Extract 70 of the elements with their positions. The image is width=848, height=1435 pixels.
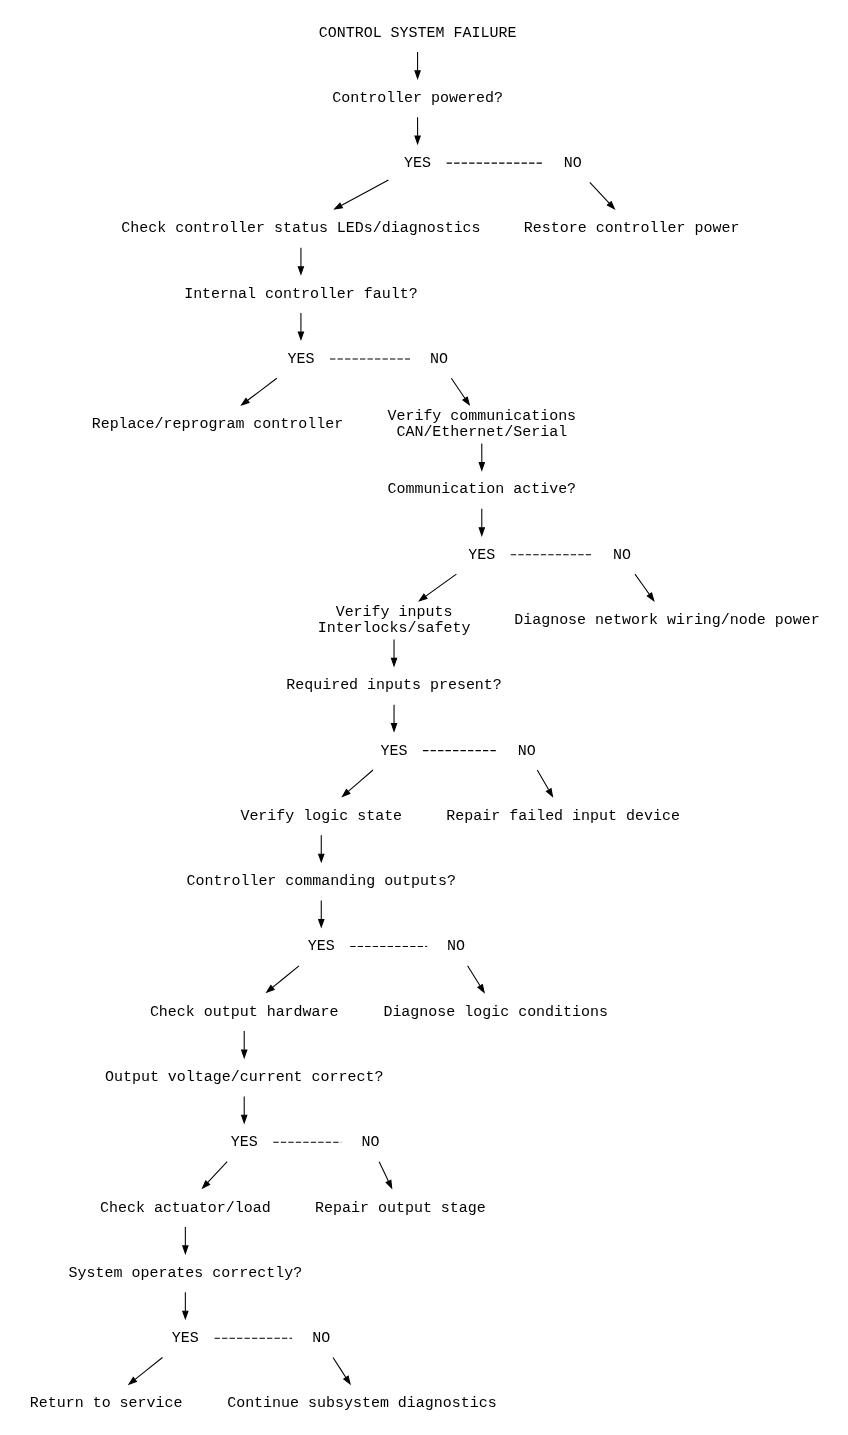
connector — [272, 1141, 342, 1143]
node-text: Check output hardware — [149, 1003, 339, 1020]
arrow — [127, 1356, 163, 1385]
node-text: YES — [404, 154, 432, 171]
node-text: Restore controller power — [523, 219, 740, 236]
node-text: Output voltage/current correct? — [104, 1068, 384, 1085]
arrow — [317, 834, 325, 863]
node-text: Check actuator/load — [100, 1199, 271, 1216]
node-text: Internal controller fault? — [184, 285, 418, 302]
connector — [214, 1337, 293, 1339]
node-text: Verify communications CAN/Ethernet/Serial — [387, 407, 577, 440]
arrow — [317, 899, 325, 929]
node-text: YES — [171, 1329, 199, 1346]
node-text: NO — [361, 1133, 380, 1150]
node-text: Verify logic state — [240, 807, 403, 824]
arrow — [240, 377, 278, 406]
node-text: Verify inputs Interlocks/safety — [317, 603, 471, 636]
node-text: Controller commanding outputs? — [186, 872, 456, 889]
arrow — [478, 442, 486, 472]
node-text: Repair failed input device — [446, 807, 680, 824]
arrow — [589, 181, 616, 210]
node-text: NO — [563, 154, 582, 171]
node-text: Return to service — [29, 1394, 183, 1411]
arrow — [332, 1356, 351, 1385]
node-text: Replace/reprogram controller — [91, 415, 344, 432]
arrow — [414, 50, 421, 80]
connector — [510, 553, 594, 555]
arrow — [418, 573, 457, 602]
node-text: YES — [468, 546, 496, 563]
node-text: Diagnose logic conditions — [383, 1003, 608, 1020]
node-text: NO — [430, 350, 448, 367]
arrow — [478, 507, 486, 537]
arrow — [297, 246, 305, 276]
node-text: NO — [517, 742, 536, 759]
arrow — [390, 638, 398, 667]
arrow — [450, 377, 471, 406]
arrow — [390, 703, 398, 733]
arrow — [240, 1030, 248, 1059]
node-text: NO — [613, 546, 631, 563]
node-text: Check controller status LEDs/diagnostics — [121, 219, 481, 236]
arrow — [536, 768, 554, 798]
arrow — [333, 178, 389, 210]
node-text: CONTROL SYSTEM FAILURE — [318, 24, 517, 40]
connector — [446, 162, 545, 164]
connector — [349, 945, 428, 947]
node-text: YES — [287, 350, 315, 367]
arrow — [341, 768, 374, 797]
node-text: YES — [230, 1133, 258, 1150]
node-text: NO — [447, 937, 466, 954]
arrow — [378, 1160, 393, 1190]
arrow — [467, 964, 485, 994]
arrow — [240, 1095, 248, 1124]
node-text: Continue subsystem diagnostics — [227, 1394, 497, 1411]
node-text: NO — [312, 1329, 331, 1346]
arrow — [634, 573, 655, 602]
node-text: System operates correctly? — [68, 1264, 303, 1281]
node-text: Controller powered? — [332, 89, 503, 106]
arrow — [181, 1225, 189, 1255]
node-text: Repair output stage — [315, 1199, 486, 1216]
arrow — [181, 1291, 189, 1320]
arrow — [414, 116, 421, 145]
node-text: YES — [380, 742, 408, 759]
arrow — [201, 1160, 228, 1189]
arrow — [265, 964, 300, 993]
arrow — [297, 311, 305, 341]
node-text: YES — [307, 937, 335, 954]
node-text: Communication active? — [387, 480, 577, 497]
connector — [422, 749, 499, 751]
node-text: Required inputs present? — [286, 676, 502, 693]
node-text: Diagnose network wiring/node power — [514, 611, 820, 628]
